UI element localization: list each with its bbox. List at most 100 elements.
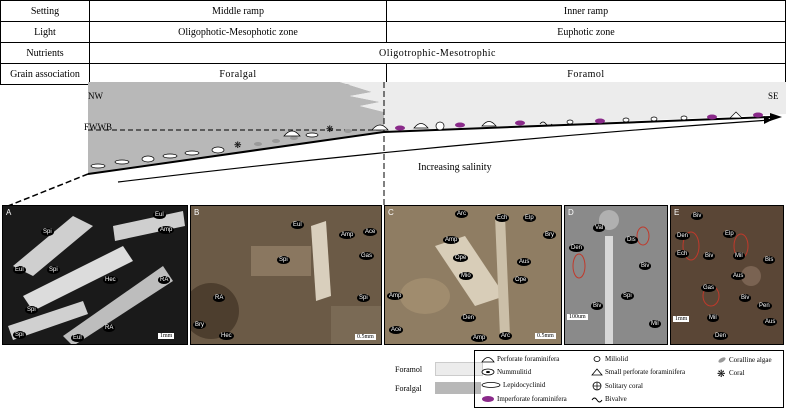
legend-item: Nummulitid — [481, 368, 531, 376]
fossil-tag: Amp — [339, 231, 355, 239]
legend-item: Small perforate foraminifera — [591, 368, 685, 376]
fossil-tag: Den — [569, 244, 584, 252]
fossil-tag: Elp — [723, 230, 736, 238]
imperforate-foraminifera-icon — [753, 113, 763, 118]
legend-label: Perforate foraminifera — [497, 356, 559, 363]
fossil-tag: Eul — [153, 211, 166, 219]
panel-letter: B — [194, 209, 199, 217]
foralgal-legend-item: Foralgal — [395, 382, 483, 394]
photo-panel-a: A Eul Spi Amp Spi Eul Spi Hec RA RA Spi … — [2, 205, 188, 345]
row-label: Nutrients — [1, 43, 90, 64]
scale-bar: 0.5mm — [535, 333, 556, 339]
miliolid-icon — [591, 355, 603, 363]
fossil-tag: Mil — [649, 320, 661, 328]
foralgal-label: Foralgal — [395, 384, 435, 393]
imperforate-foraminifera-icon — [707, 115, 717, 120]
fossil-tag: Gas — [359, 252, 374, 260]
panel-letter: E — [674, 209, 679, 217]
coral-icon: ❋ — [234, 140, 242, 150]
small-perforate-foraminifera-icon — [591, 368, 603, 376]
scale-bar: 0.5mm — [355, 334, 376, 340]
fossil-tag: Pen — [757, 302, 772, 310]
fossil-tag: Bry — [193, 321, 206, 329]
fossil-tag: Bry — [543, 231, 556, 239]
fossil-tag: Spi — [13, 331, 26, 339]
legend-item: Miliolid — [591, 355, 628, 363]
ramp-profile: ❋ ❋ — [0, 82, 786, 206]
fossil-tag: Elp — [523, 214, 536, 222]
light-row: Light Oligophotic-Mesophotic zone Euphot… — [1, 22, 786, 43]
legend-item: Lepidocyclinid — [481, 381, 545, 389]
fossil-tag: Spi — [357, 294, 370, 302]
fossil-tag: Amp — [443, 236, 459, 244]
fossil-tag: Gas — [701, 284, 716, 292]
photo-panel-c: C Arc Ech Elp Bry Amp Ope Mio Aus Ope Am… — [384, 205, 562, 345]
fossil-tag: Dis — [625, 236, 638, 244]
fossil-tag: Amp — [158, 226, 174, 234]
fossil-tag: Hec — [103, 276, 118, 284]
legend-label: Small perforate foraminifera — [605, 369, 685, 376]
imperforate-foraminifera-icon — [481, 395, 495, 403]
fossil-tag: Amp — [471, 334, 487, 342]
nutrients-row: Nutrients Oligotrophic-Mesotrophic — [1, 43, 786, 64]
fossil-tag: Spi — [25, 306, 38, 314]
legend-label: Solitary coral — [605, 383, 643, 390]
coralline-algae-icon — [272, 139, 280, 143]
inner-ramp-cell: Inner ramp — [387, 1, 786, 22]
connector-line — [8, 174, 88, 206]
lepidocyclinid-icon — [306, 133, 318, 137]
nw-label: NW — [88, 92, 103, 101]
row-label: Light — [1, 22, 90, 43]
nummulitid-icon — [212, 147, 224, 153]
fwwb-label: FWWB — [84, 123, 112, 132]
legend-item: Coralline algae — [717, 355, 772, 365]
lepidocyclinid-icon — [115, 160, 129, 164]
fossil-tag: Den — [461, 314, 476, 322]
fossil-tag: Spi — [277, 256, 290, 264]
middle-ramp-cell: Middle ramp — [90, 1, 387, 22]
imperforate-foraminifera-icon — [515, 121, 525, 126]
solitary-coral-icon — [591, 381, 603, 391]
photo-panel-e: E Biv Den Elp Ech Biv Mil Bis Gas Aus Bi… — [670, 205, 784, 345]
legend-label: Coralline algae — [729, 357, 772, 364]
lepidocyclinid-icon — [481, 381, 501, 389]
coralline-algae-icon — [717, 355, 727, 365]
foramol-legend-item: Foramol — [395, 362, 483, 376]
legend-label: Lepidocyclinid — [503, 382, 545, 389]
fossil-tag: Den — [713, 332, 728, 340]
fossil-tag: Hec — [219, 332, 234, 340]
lepidocyclinid-icon — [91, 164, 105, 168]
fossil-tag: Eul — [71, 334, 84, 342]
miliolid-icon — [623, 118, 629, 122]
legend-item: Solitary coral — [591, 381, 643, 391]
miliolid-icon — [567, 120, 573, 124]
fossil-tag: Mil — [707, 314, 719, 322]
fossil-tag: Spi — [47, 266, 60, 274]
lepidocyclinid-icon — [163, 154, 177, 158]
coral-icon: ❋ — [326, 124, 334, 134]
photo-texture — [385, 206, 562, 345]
scale-bar: 100um — [567, 314, 588, 320]
svg-text:❋: ❋ — [717, 369, 725, 378]
imperforate-foraminifera-icon — [395, 126, 405, 131]
imperforate-foraminifera-icon — [595, 119, 605, 124]
fossil-tag: Eul — [291, 221, 304, 229]
legend-item: ❋ Coral — [717, 368, 745, 378]
euphotic-cell: Euphotic zone — [387, 22, 786, 43]
photo-texture — [191, 206, 382, 345]
imperforate-foraminifera-icon — [455, 123, 465, 128]
legend-label: Bivalve — [605, 396, 627, 403]
fossil-tag: Arc — [455, 210, 468, 218]
legend-label: Coral — [729, 370, 745, 377]
fossil-tag: Mio — [459, 272, 473, 280]
fossil-tag: Den — [675, 232, 690, 240]
panel-letter: C — [388, 209, 394, 217]
scale-bar: 1mm — [158, 333, 174, 339]
foralgal-area — [88, 82, 384, 174]
lepidocyclinid-icon — [185, 151, 199, 155]
panel-letter: D — [568, 209, 574, 217]
miliolid-icon — [681, 116, 687, 120]
fossil-tag: Amp — [387, 292, 403, 300]
oligophotic-cell: Oligophotic-Mesophotic zone — [90, 22, 387, 43]
